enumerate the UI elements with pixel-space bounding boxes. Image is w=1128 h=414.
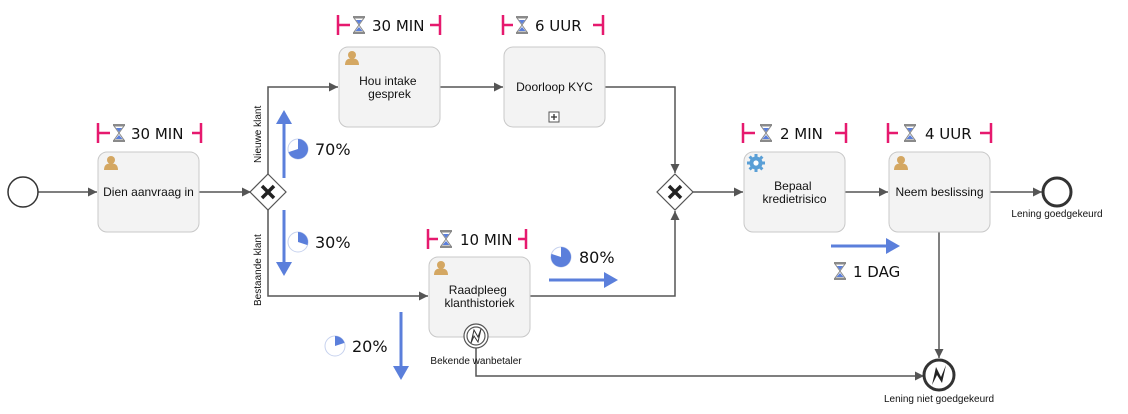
flow-kyc-to-merge bbox=[605, 86, 680, 173]
frequency-arrow-down-wanbetaler bbox=[393, 312, 409, 380]
frequency-arrow-right bbox=[549, 272, 618, 288]
end-rejected-label: Lening niet goedgekeurd bbox=[884, 394, 994, 405]
task-dien-aanvraag[interactable]: Dien aanvraag in bbox=[97, 151, 200, 233]
task-doorloop-kyc[interactable]: Doorloop KYC bbox=[503, 46, 606, 128]
svg-text:10 MIN: 10 MIN bbox=[460, 231, 512, 249]
task-hou-intake[interactable]: Hou intake gesprek bbox=[338, 46, 441, 128]
pie-slice bbox=[335, 336, 345, 346]
probability-pie-icon bbox=[324, 335, 346, 357]
start-event[interactable] bbox=[7, 176, 39, 208]
probability-pie-icon bbox=[287, 138, 309, 160]
boundary-error-event[interactable] bbox=[463, 323, 489, 349]
svg-text:30 MIN: 30 MIN bbox=[372, 17, 424, 35]
flow-gateway-to-intake bbox=[267, 82, 338, 175]
pie-slice bbox=[288, 139, 308, 159]
task-label: Neem beslissing bbox=[895, 185, 983, 199]
svg-text:6 UUR: 6 UUR bbox=[535, 17, 582, 35]
waiting-arrow bbox=[831, 238, 900, 254]
boundary-error-label: Bekende wanbetaler bbox=[430, 356, 522, 367]
error-icon bbox=[932, 365, 946, 385]
sequence-flows bbox=[38, 82, 1042, 381]
flow-raadpleeg-to-merge bbox=[530, 211, 680, 297]
frequency-arrow-down bbox=[276, 210, 292, 276]
waiting-time-label: 1 DAG bbox=[853, 263, 900, 281]
frequency-arrow-up bbox=[276, 110, 292, 178]
probability-label: 30% bbox=[315, 233, 351, 252]
task-label: Dien aanvraag in bbox=[103, 185, 194, 199]
probability-label: 20% bbox=[352, 337, 388, 356]
error-icon bbox=[470, 328, 482, 344]
task-label: Hou intake gesprek bbox=[359, 74, 420, 101]
pie-slice bbox=[298, 232, 308, 246]
svg-text:30 MIN: 30 MIN bbox=[131, 125, 183, 143]
gear-icon bbox=[747, 154, 765, 172]
task-label: Bepaal kredietrisico bbox=[762, 179, 826, 206]
probability-label: 70% bbox=[315, 140, 351, 159]
flow-label-bestaande-klant: Bestaande klant bbox=[253, 234, 264, 306]
end-approved-label: Lening goedgekeurd bbox=[1011, 209, 1102, 220]
task-label: Doorloop KYC bbox=[516, 80, 593, 94]
exclusive-gateway-merge[interactable] bbox=[656, 173, 694, 211]
end-event-approved[interactable] bbox=[1041, 176, 1073, 208]
duration-marker: 6 UUR bbox=[501, 15, 605, 35]
subprocess-marker-icon[interactable] bbox=[548, 111, 560, 123]
duration-marker: 2 MIN bbox=[741, 123, 848, 143]
task-raadpleeg[interactable]: Raadpleeg klanthistoriek bbox=[428, 256, 531, 338]
task-bepaal-kredietrisico[interactable]: Bepaal kredietrisico bbox=[743, 151, 846, 233]
svg-text:2 MIN: 2 MIN bbox=[780, 125, 823, 143]
flow-wanbetaler-to-rejected bbox=[475, 346, 924, 381]
end-event-rejected[interactable] bbox=[922, 358, 956, 392]
probability-pie-icon bbox=[550, 246, 572, 268]
task-label: Raadpleeg klanthistoriek bbox=[444, 283, 515, 310]
probability-label: 80% bbox=[579, 248, 615, 267]
flow-gateway-to-raadpleeg bbox=[267, 209, 428, 301]
duration-marker: 30 MIN bbox=[96, 123, 203, 143]
duration-marker: 10 MIN bbox=[426, 229, 528, 249]
exclusive-gateway-split[interactable] bbox=[249, 173, 287, 211]
hourglass-icon bbox=[833, 261, 847, 281]
flow-label-nieuwe-klant: Nieuwe klant bbox=[253, 106, 264, 163]
duration-marker: 4 UUR bbox=[886, 123, 993, 143]
probability-pie-icon bbox=[287, 231, 309, 253]
svg-text:4 UUR: 4 UUR bbox=[925, 125, 972, 143]
task-neem-beslissing[interactable]: Neem beslissing bbox=[888, 151, 991, 233]
duration-marker: 30 MIN bbox=[336, 15, 442, 35]
pie-slice bbox=[551, 247, 572, 267]
